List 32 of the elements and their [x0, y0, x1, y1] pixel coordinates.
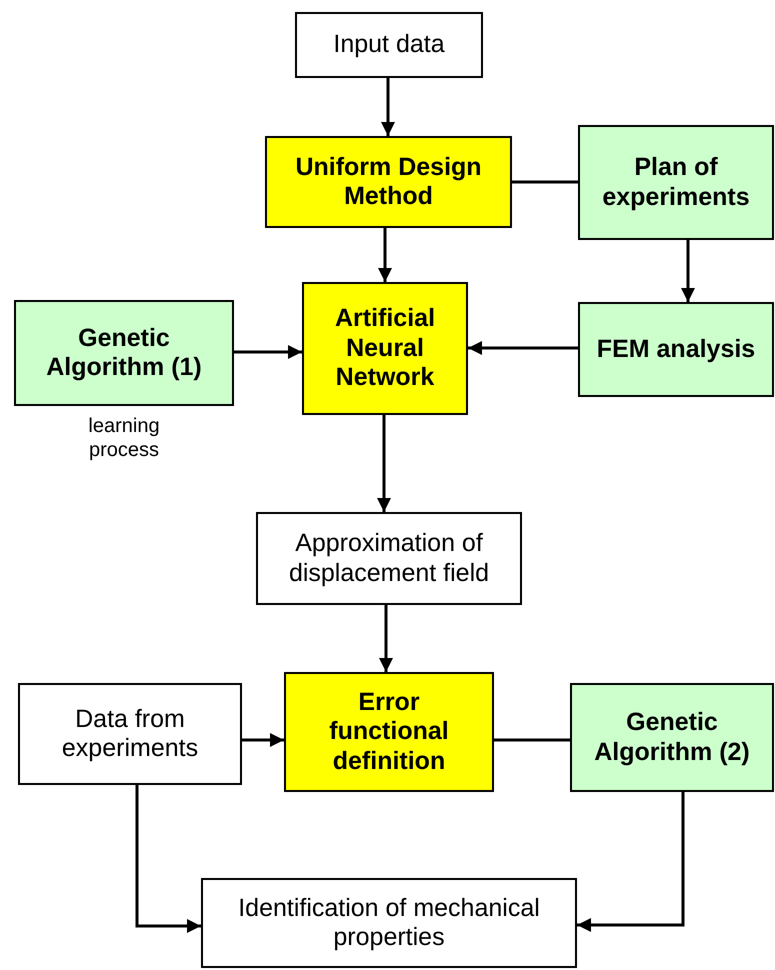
box-label: Artificial Neural Network [334, 304, 436, 393]
process-box [201, 878, 577, 968]
box-label: Input data [333, 30, 445, 60]
process-box [256, 512, 522, 605]
process-box [570, 683, 774, 792]
process-box [578, 302, 774, 397]
box-label: Approximation of displacement field [288, 529, 490, 588]
arrow [377, 415, 391, 512]
process-box [295, 12, 483, 78]
node-label: learning process [87, 414, 161, 462]
arrow [242, 733, 284, 747]
arrow [681, 240, 695, 302]
box-label: Error functional definition [328, 688, 450, 776]
box-label: Uniform Design Method [294, 152, 483, 212]
arrow [381, 78, 395, 136]
process-box [265, 136, 512, 228]
process-box [302, 282, 468, 415]
process-box [18, 683, 242, 785]
box-label: Genetic Algorithm (2) [593, 708, 751, 767]
arrow [379, 605, 393, 672]
box-label: Genetic Algorithm (1) [45, 324, 203, 382]
arrow [468, 341, 578, 355]
arrow [136, 785, 201, 933]
arrow [378, 228, 392, 282]
arrow [234, 345, 302, 359]
process-box [284, 672, 494, 792]
box-label: FEM analysis [596, 334, 756, 364]
process-box [578, 125, 774, 240]
box-label: Plan of experiments [601, 153, 751, 212]
arrow [577, 792, 684, 932]
box-label: Identification of mechanical properties [237, 894, 541, 952]
box-label: Data from experiments [60, 704, 200, 764]
